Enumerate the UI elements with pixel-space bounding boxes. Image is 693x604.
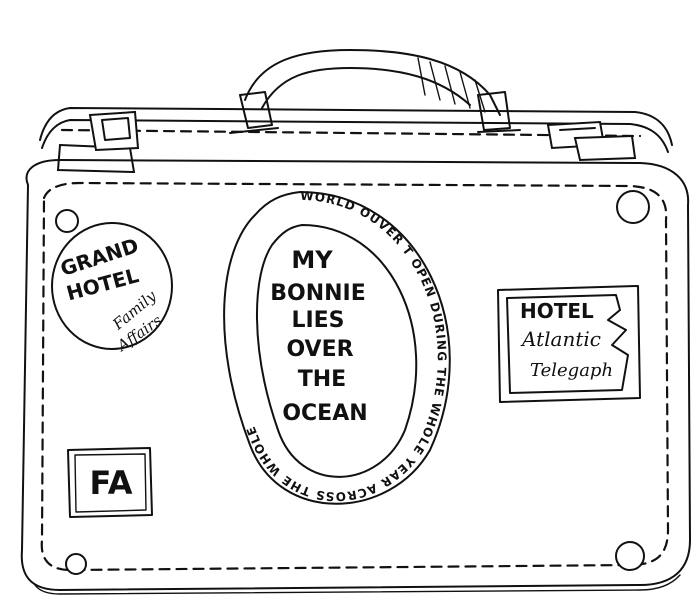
fa-sticker: FA xyxy=(67,447,153,518)
fa-label: FA xyxy=(90,464,133,502)
hotel-atlantic-script1: Atlantic xyxy=(520,327,601,351)
grand-hotel-sticker: GRAND HOTEL Family Affairs xyxy=(51,222,173,356)
oval-line-3: LIES xyxy=(291,308,344,333)
oval-line-4: OVER xyxy=(286,337,353,362)
right-latch xyxy=(546,120,637,162)
oval-line-5: THE xyxy=(298,367,346,392)
oval-sticker: WORLD OUVER T OPEN DURING THE WHOLE YEAR… xyxy=(223,189,451,505)
left-latch xyxy=(56,110,140,174)
hotel-atlantic-line1: HOTEL xyxy=(520,299,594,323)
hotel-atlantic-script2: Telegaph xyxy=(530,360,613,381)
oval-line-1: MY xyxy=(291,246,333,274)
handle xyxy=(229,49,521,134)
oval-line-6: OCEAN xyxy=(282,401,367,426)
oval-line-2: BONNIE xyxy=(270,281,366,306)
hotel-atlantic-sticker: HOTEL Atlantic Telegaph xyxy=(497,285,641,403)
suitcase-body xyxy=(20,159,691,591)
bottom-edge xyxy=(34,574,681,595)
rivets xyxy=(55,190,650,575)
lid xyxy=(39,107,673,153)
